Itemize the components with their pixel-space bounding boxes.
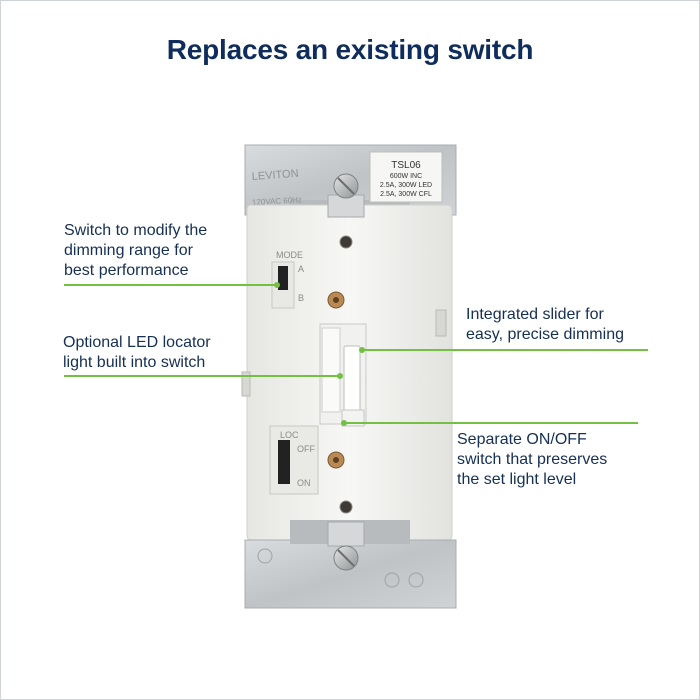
slider-callout-line-2: easy, precise dimming bbox=[466, 326, 624, 343]
on-off-callout-line-1: Separate ON/OFF bbox=[457, 431, 587, 448]
slider-callout-line-1: Integrated slider for bbox=[466, 306, 604, 323]
certification-mark-icon-3 bbox=[408, 572, 424, 588]
spec-label: TSL06 600W INC 2.5A, 300W LED 2.5A, 300W… bbox=[369, 151, 443, 203]
led-locator-callout-line-1: Optional LED locator bbox=[63, 334, 211, 351]
mode-switch-callout: Switch to modify the dimming range for b… bbox=[64, 221, 207, 281]
led-locator-callout-line-2: light built into switch bbox=[63, 354, 206, 371]
certification-mark-icon bbox=[257, 548, 273, 564]
mode-switch: MODE A B bbox=[271, 250, 304, 309]
bottom-clip bbox=[327, 521, 365, 547]
slider-leader-line bbox=[362, 349, 648, 351]
on-off-callout: Separate ON/OFF switch that preserves th… bbox=[457, 430, 607, 490]
spec-line-3: 2.5A, 300W CFL bbox=[380, 191, 432, 198]
mode-switch-leader-line bbox=[64, 284, 278, 286]
side-tab-left bbox=[241, 371, 251, 397]
on-off-leader-line bbox=[344, 422, 638, 424]
mode-a-label: A bbox=[298, 264, 304, 274]
led-locator-leader-line bbox=[64, 375, 341, 377]
spec-line-1: 600W INC bbox=[390, 173, 422, 180]
model-text: TSL06 bbox=[391, 160, 421, 171]
mode-switch-callout-line-3: best performance bbox=[64, 262, 189, 279]
bottom-mounting-hole bbox=[339, 500, 353, 514]
side-tab-right bbox=[435, 309, 447, 337]
on-off-callout-line-3: the set light level bbox=[457, 471, 577, 488]
rating-mark: 120VAC 60Hz bbox=[252, 195, 303, 207]
brand-mark: LEVITON bbox=[251, 168, 299, 183]
slider-callout: Integrated slider for easy, precise dimm… bbox=[466, 305, 624, 345]
on-label: ON bbox=[297, 478, 311, 488]
top-mounting-hole bbox=[339, 235, 353, 249]
off-label: OFF bbox=[297, 444, 315, 454]
mode-switch-callout-line-2: dimming range for bbox=[64, 242, 193, 259]
spec-line-2: 2.5A, 300W LED bbox=[380, 182, 432, 189]
on-off-callout-line-2: switch that preserves bbox=[457, 451, 608, 468]
mode-b-label: B bbox=[298, 293, 304, 303]
loc-label: LOC bbox=[280, 430, 299, 440]
mode-label: MODE bbox=[276, 250, 303, 260]
led-locator-callout: Optional LED locator light built into sw… bbox=[63, 333, 211, 373]
on-off-switch: LOC OFF ON bbox=[269, 425, 319, 495]
mode-switch-callout-line-1: Switch to modify the bbox=[64, 222, 208, 239]
bottom-mounting-strap bbox=[244, 520, 457, 609]
toggle-paddle bbox=[321, 327, 341, 413]
certification-mark-icon-2 bbox=[384, 572, 400, 588]
page-title: Replaces an existing switch bbox=[166, 34, 534, 65]
